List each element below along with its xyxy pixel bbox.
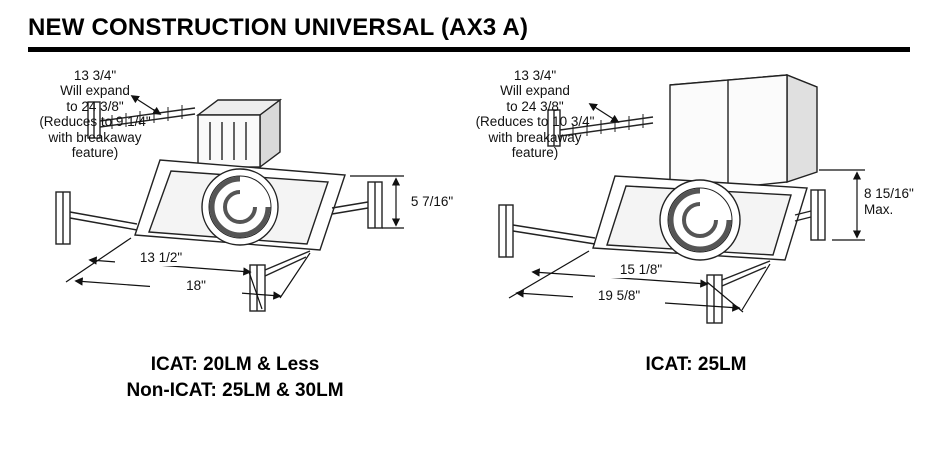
trim-opening (201, 168, 279, 246)
hanger-bar-left (55, 191, 138, 245)
inner-width-dimension: 15 1/8" (595, 262, 687, 278)
hanger-bar-front (706, 260, 771, 324)
hanger-bar-left (498, 204, 596, 258)
title-underline (28, 47, 910, 52)
left-fixture-drawing (55, 95, 404, 312)
housing-box (669, 73, 818, 195)
outer-width-dimension: 19 5/8" (573, 288, 665, 304)
outer-width-dimension: 18" (150, 278, 242, 294)
junction-box (195, 98, 283, 169)
hanger-bar-right (794, 189, 826, 241)
figure-caption: ICAT: 25LM (645, 354, 747, 375)
hanger-bar-back (547, 109, 654, 147)
figure-caption: ICAT: 20LM & Less Non-ICAT: 25LM & 30LM (126, 354, 344, 401)
hanger-bar-right (331, 181, 383, 229)
inner-width-dimension: 13 1/2" (115, 250, 207, 266)
height-dimension: 8 15/16" Max. (863, 186, 937, 218)
expand-note: 13 3/4" Will expand to 24 3/8" (Reduces … (475, 68, 595, 160)
height-dimension: 5 7/16" (404, 194, 460, 210)
right-fixture-drawing (498, 73, 865, 324)
trim-opening (659, 179, 741, 261)
dimension-annotations (508, 103, 865, 313)
figure-icat-25lm: 13 3/4" Will expand to 24 3/8" (Reduces … (455, 60, 937, 410)
figure-icat-20lm: 13 3/4" Will expand to 24 3/8" (Reduces … (10, 60, 460, 410)
expand-note: 13 3/4" Will expand to 24 3/8" (Reduces … (39, 68, 151, 160)
page-title: NEW CONSTRUCTION UNIVERSAL (AX3 A) (28, 14, 529, 41)
